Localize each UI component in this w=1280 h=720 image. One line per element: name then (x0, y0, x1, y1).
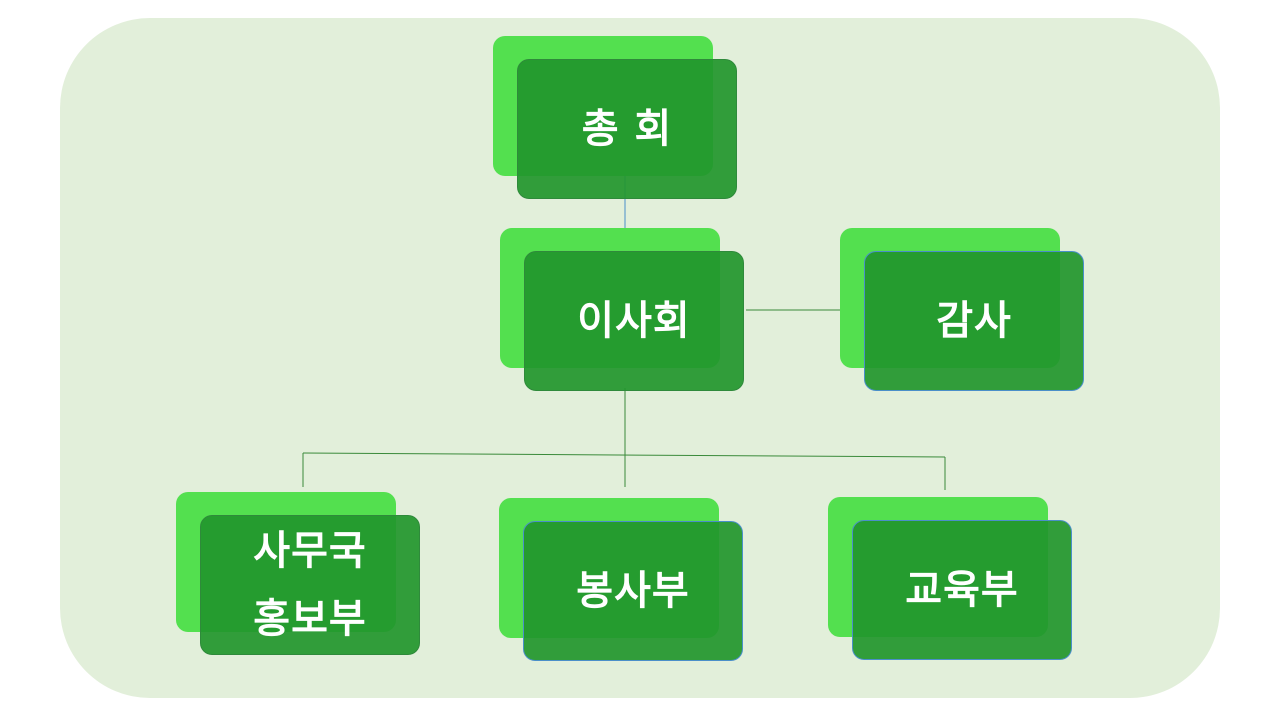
node-label-board: 이사회 (577, 298, 691, 344)
connector-horizontal-bar (302, 452, 946, 458)
node-label-audit: 감사 (936, 298, 1012, 344)
node-label-general-assembly: 총 회 (581, 106, 673, 152)
node-front-shape: 봉사부 (523, 521, 743, 661)
node-front-shape: 총 회 (517, 59, 737, 199)
node-label-office-pr: 사무국 홍보부 (253, 528, 367, 642)
node-label-education: 교육부 (905, 567, 1019, 613)
node-front-shape: 교육부 (852, 520, 1072, 660)
node-front-shape: 이사회 (524, 251, 744, 391)
node-front-shape: 감사 (864, 251, 1084, 391)
node-label-volunteer: 봉사부 (576, 568, 690, 614)
node-front-shape: 사무국 홍보부 (200, 515, 420, 655)
